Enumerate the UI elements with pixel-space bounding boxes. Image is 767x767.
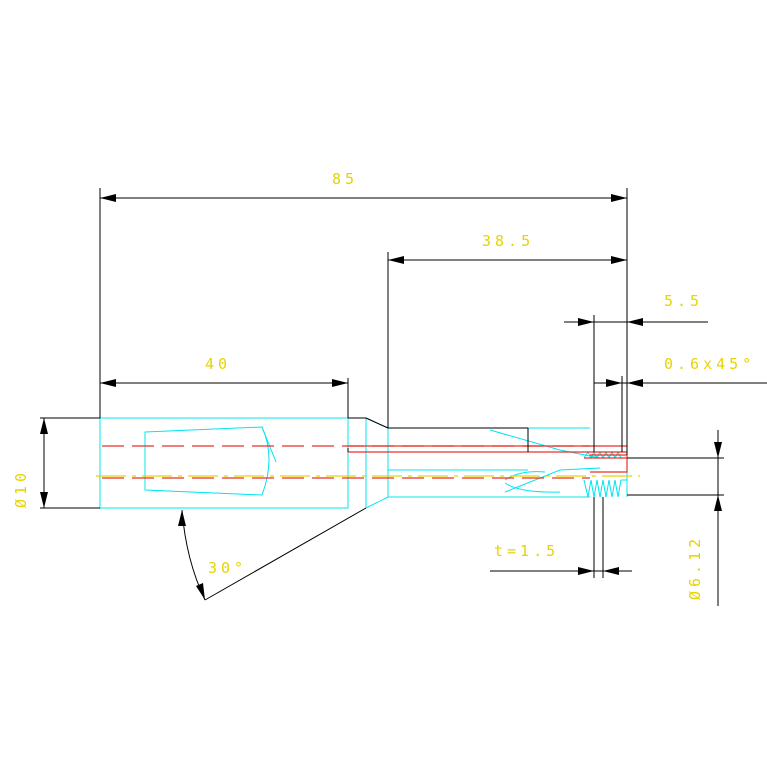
dim-label-left-section: 40 — [205, 355, 231, 373]
dim-left-diameter: Ø10 — [12, 418, 48, 508]
thread-bottom — [583, 479, 622, 498]
dim-label-wall-thickness: t=1.5 — [494, 542, 559, 560]
dim-label-overall: 85 — [332, 170, 358, 188]
hidden-lines — [102, 445, 628, 479]
dim-label-chamfer: 0.6x45° — [664, 355, 755, 373]
dim-wall-thickness: t=1.5 — [490, 542, 632, 575]
internal-bore — [144, 426, 270, 496]
dim-left-section: 40 — [100, 355, 348, 387]
dim-label-right-section: 38.5 — [482, 232, 534, 250]
dim-label-thread-length: 5.5 — [664, 292, 703, 310]
left-cylinder-body — [99, 417, 349, 509]
dim-chamfer: 0.6x45° — [594, 355, 767, 387]
dim-right-diameter: Ø6.12 — [686, 430, 722, 606]
dim-overall-length: 85 — [100, 170, 627, 202]
part-outline — [99, 417, 628, 509]
dim-label-taper-angle: 30° — [208, 559, 247, 577]
extension-lines — [40, 188, 724, 578]
dim-right-section: 38.5 — [388, 232, 627, 264]
dim-thread-length: 5.5 — [564, 292, 708, 326]
dim-taper-angle: 30° — [178, 507, 367, 601]
dim-label-left-diameter: Ø10 — [12, 469, 30, 508]
dim-label-right-diameter: Ø6.12 — [686, 535, 704, 600]
step-lines — [347, 417, 529, 452]
